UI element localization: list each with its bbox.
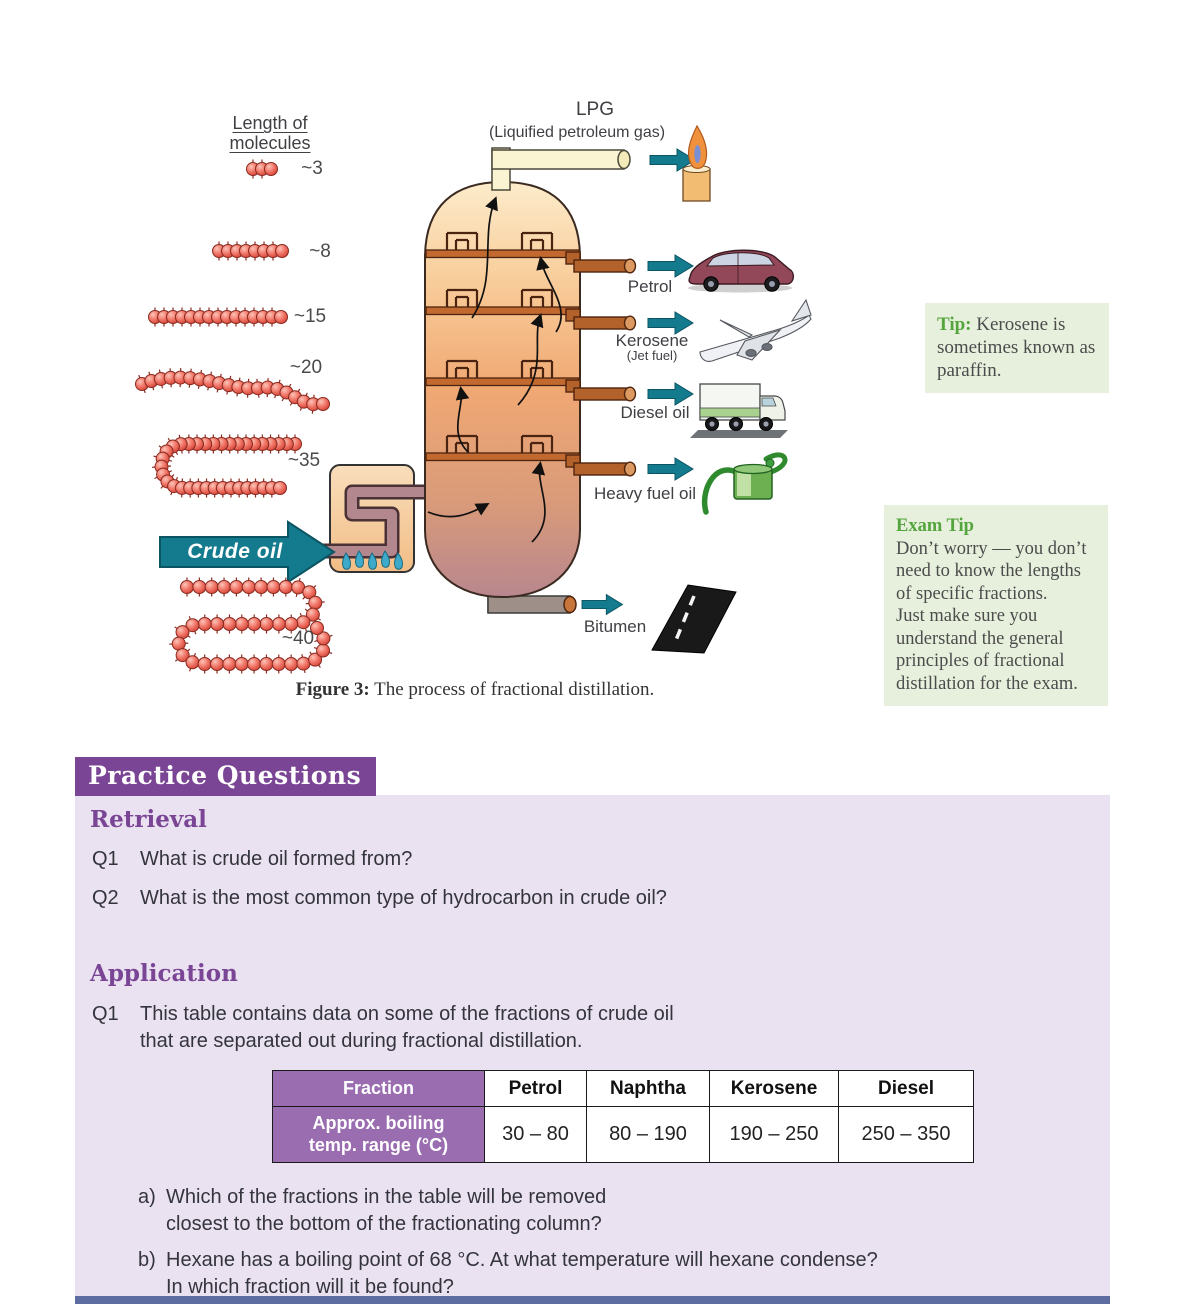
subquestion-text: Hexane has a boiling point of 68 °C. At … bbox=[166, 1249, 878, 1298]
table-header-kerosene: Kerosene bbox=[709, 1070, 839, 1107]
diesel-label: Diesel oil bbox=[620, 403, 690, 422]
figure-caption: Figure 3: The process of fractional dist… bbox=[235, 679, 715, 701]
bitumen-label: Bitumen bbox=[583, 617, 647, 636]
retrieval-heading: Retrieval bbox=[90, 806, 207, 833]
table-value-kerosene: 190 – 250 bbox=[709, 1106, 839, 1163]
table-header-diesel: Diesel bbox=[838, 1070, 974, 1107]
lpg-label: LPG bbox=[575, 99, 615, 120]
retrieval-q2: Q2 What is the most common type of hydro… bbox=[92, 885, 1052, 912]
table-value-petrol: 30 – 80 bbox=[484, 1106, 587, 1163]
car-illustration bbox=[688, 249, 795, 293]
question-number: Q1 bbox=[92, 1003, 119, 1025]
tip-label: Tip: bbox=[937, 314, 972, 335]
table-header-row: Fraction Petrol Naphtha Kerosene Diesel bbox=[272, 1070, 974, 1107]
molecule-label-20: ~20 bbox=[289, 357, 323, 378]
outlet-pipes bbox=[565, 251, 637, 477]
molecule-chain-8 bbox=[206, 234, 295, 268]
subquestion-number: a) bbox=[138, 1186, 156, 1208]
kerosene-sublabel: (Jet fuel) bbox=[626, 348, 678, 363]
molecule-label-8: ~8 bbox=[309, 241, 331, 262]
molecule-label-3: ~3 bbox=[301, 158, 323, 179]
question-number: Q1 bbox=[92, 848, 119, 870]
table-row-label: Approx. boiling temp. range (°C) bbox=[272, 1106, 485, 1163]
figure-caption-text: The process of fractional distillation. bbox=[369, 679, 655, 700]
practice-questions-banner: Practice Questions bbox=[75, 757, 377, 796]
petrol-arrow-icon bbox=[647, 254, 694, 278]
fractionating-column bbox=[424, 180, 581, 599]
crude-oil-label: Crude oil bbox=[187, 540, 283, 563]
footer-bar bbox=[75, 1296, 1110, 1304]
table-value-row: Approx. boiling temp. range (°C) 30 – 80… bbox=[272, 1106, 974, 1163]
application-heading: Application bbox=[90, 960, 238, 987]
question-number: Q2 bbox=[92, 887, 119, 909]
table-value-naphtha: 80 – 190 bbox=[586, 1106, 710, 1163]
subquestion-b: b) Hexane has a boiling point of 68 °C. … bbox=[138, 1247, 1098, 1301]
exam-tip-box: Exam Tip Don’t worry — you don’t need to… bbox=[884, 505, 1108, 706]
molecule-chain-40 bbox=[155, 570, 335, 674]
kerosene-label: Kerosene bbox=[615, 331, 689, 350]
molecule-label-40: ~40 bbox=[281, 628, 315, 649]
road-illustration bbox=[651, 584, 737, 654]
practice-panel bbox=[75, 795, 1110, 1296]
retrieval-q1: Q1 What is crude oil formed from? bbox=[92, 846, 1052, 873]
subquestion-a: a) Which of the fractions in the table w… bbox=[138, 1184, 1078, 1238]
vapour-arrows bbox=[427, 196, 562, 543]
application-q1: Q1 This table contains data on some of t… bbox=[92, 1001, 1052, 1055]
molecule-chain-35 bbox=[142, 428, 302, 506]
oil-can-illustration bbox=[701, 452, 788, 515]
lpg-pipe bbox=[491, 147, 631, 191]
question-text: This table contains data on some of the … bbox=[140, 1003, 674, 1052]
figure-caption-number: Figure 3: bbox=[295, 679, 370, 700]
exam-tip-title: Exam Tip bbox=[896, 516, 974, 536]
subquestion-text: Which of the fractions in the table will… bbox=[166, 1186, 607, 1235]
tip-text: Kerosene is sometimes known as paraffin. bbox=[937, 314, 1096, 382]
exam-tip-body: Don’t worry — you don’t need to know the… bbox=[896, 538, 1087, 694]
molecule-chain-20 bbox=[135, 362, 330, 417]
molecules-column-title: Length of molecules bbox=[229, 113, 311, 154]
bitumen-arrow-icon bbox=[581, 594, 623, 615]
molecule-label-15: ~15 bbox=[293, 306, 327, 327]
furnace bbox=[314, 464, 430, 573]
table-header-petrol: Petrol bbox=[484, 1070, 587, 1107]
petrol-label: Petrol bbox=[627, 277, 673, 296]
question-text: What is the most common type of hydrocar… bbox=[140, 887, 667, 909]
table-header-naphtha: Naphtha bbox=[586, 1070, 710, 1107]
table-header-fraction: Fraction bbox=[272, 1070, 485, 1107]
candle-illustration bbox=[682, 124, 711, 202]
diesel-arrow-icon bbox=[647, 382, 694, 406]
heavy-fuel-arrow-icon bbox=[647, 457, 694, 481]
side-tip-box: Tip: Kerosene is sometimes known as para… bbox=[925, 303, 1109, 393]
crude-oil-arrow bbox=[159, 520, 336, 584]
molecule-chain-15 bbox=[142, 300, 294, 334]
subquestion-number: b) bbox=[138, 1249, 156, 1271]
fractions-table: Fraction Petrol Naphtha Kerosene Diesel … bbox=[272, 1070, 974, 1163]
plane-illustration bbox=[699, 298, 812, 362]
molecule-label-35: ~35 bbox=[287, 450, 321, 471]
table-value-diesel: 250 – 350 bbox=[838, 1106, 974, 1163]
lpg-sublabel: (Liquified petroleum gas) bbox=[488, 124, 666, 141]
molecule-chain-3 bbox=[240, 152, 284, 186]
question-text: What is crude oil formed from? bbox=[140, 848, 413, 870]
truck-illustration bbox=[690, 383, 788, 438]
fractional-distillation-diagram bbox=[159, 124, 812, 654]
heavy-fuel-label: Heavy fuel oil bbox=[593, 484, 697, 503]
